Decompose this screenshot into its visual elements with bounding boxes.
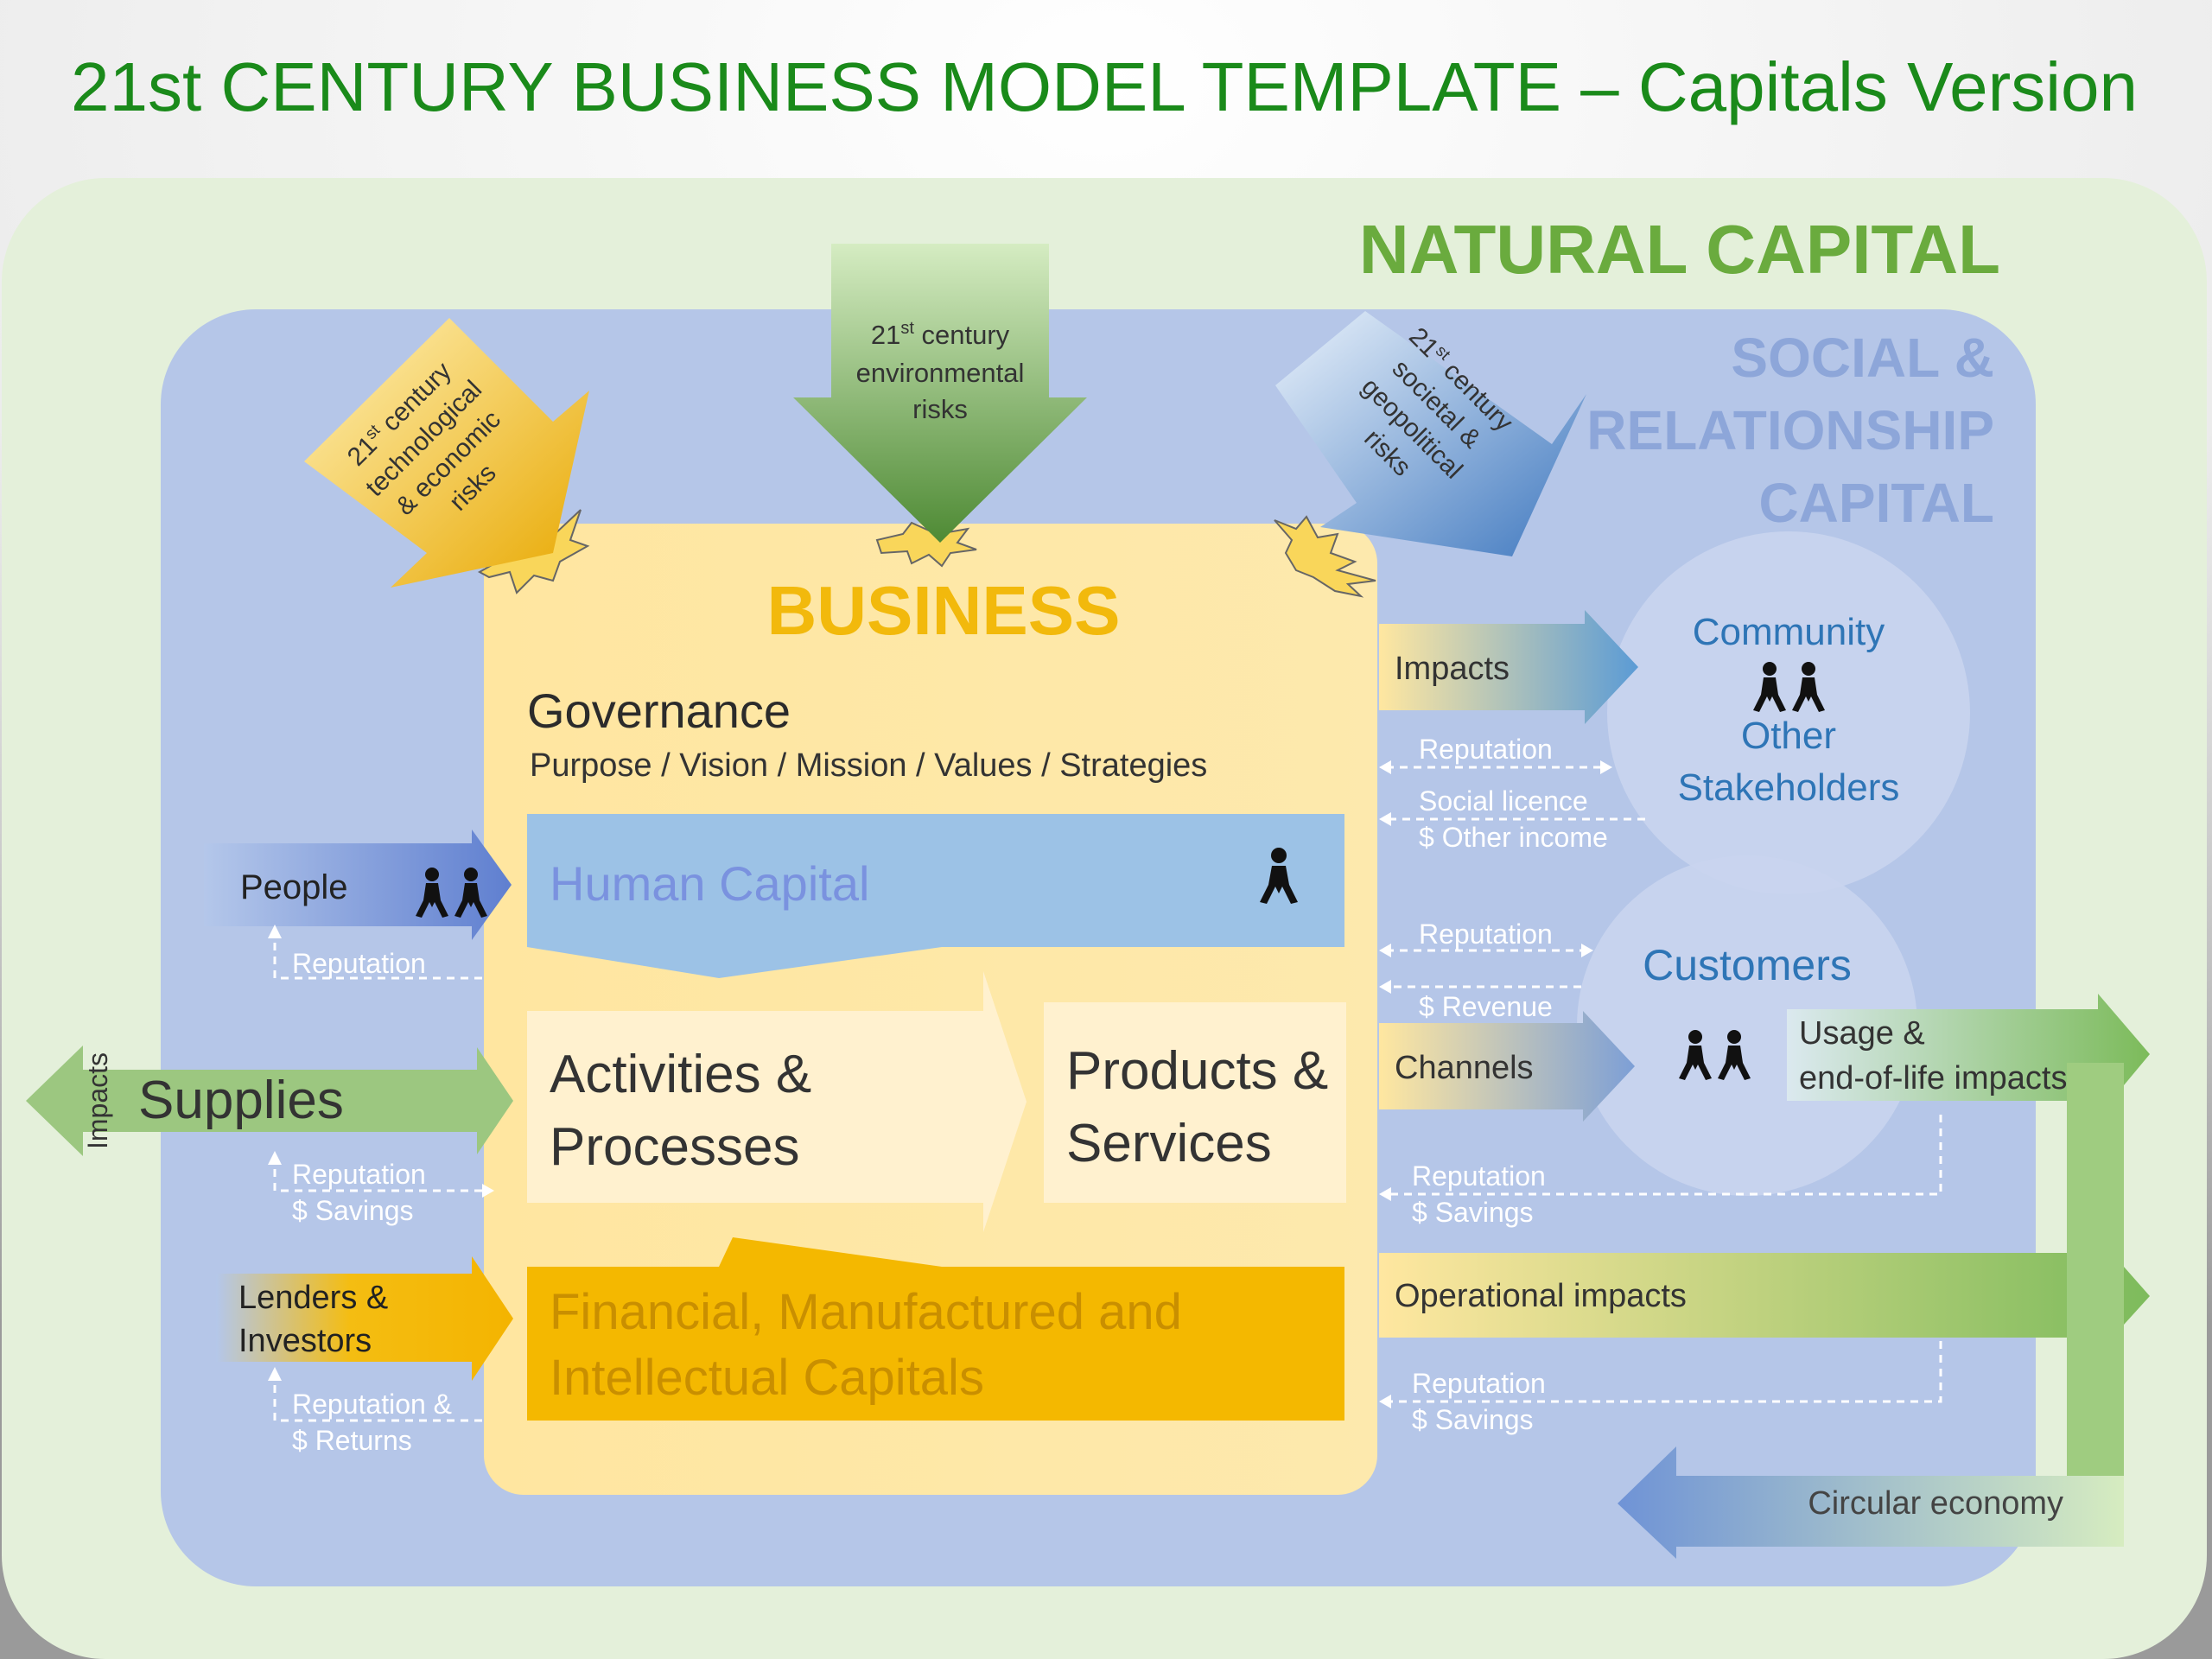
env-risk-century: century (914, 320, 1010, 350)
person-icon (1260, 848, 1298, 904)
supplies-feedback (268, 1151, 494, 1198)
financial-label-line2: Intellectual Capitals (550, 1350, 984, 1406)
usage-label-line2: end-of-life impacts (1799, 1060, 2067, 1096)
supplies-arrow (26, 1046, 513, 1156)
operational-impacts-arrow (1379, 1237, 2150, 1353)
people-reputation-feedback (268, 925, 482, 980)
lenders-label-line2: Investors (238, 1323, 372, 1359)
lenders-arrow (216, 1256, 513, 1381)
people-label: People (240, 868, 348, 906)
customers-reputation-feedback (1379, 944, 1593, 957)
usage-label-line1: Usage & (1799, 1015, 1925, 1052)
tech-economic-risk-arrow: 21st century technological & economic ri… (304, 318, 589, 588)
lenders-feedback-line1: Reputation & (292, 1389, 452, 1420)
lenders-feedback (268, 1367, 482, 1422)
env-risk-ordinal: 21 (871, 320, 900, 350)
governance-heading: Governance (527, 683, 791, 738)
financial-label-line1: Financial, Manufactured and (550, 1284, 1182, 1340)
circular-economy-label: Circular economy (1808, 1485, 2063, 1522)
social-capital-label-line1: SOCIAL & (1731, 327, 1994, 389)
revenue-feedback (1379, 980, 1581, 994)
customers-circle (1577, 855, 1917, 1196)
activities-label-line1: Activities & (550, 1045, 811, 1104)
customer-feedback-line2: $ Savings (1412, 1197, 1534, 1228)
svg-text:21st century: 21st century (871, 319, 1010, 350)
community-people-icon (1753, 662, 1825, 712)
stakeholders-label: Stakeholders (1678, 766, 1900, 809)
circular-economy-connector (2067, 1063, 2124, 1547)
supplies-feedback-line2: $ Savings (292, 1195, 414, 1226)
activities-processes-arrow (527, 971, 1027, 1232)
supplies-feedback-line1: Reputation (292, 1159, 426, 1190)
people-arrow (204, 830, 512, 940)
operational-label: Operational impacts (1395, 1278, 1687, 1314)
social-capital-label-line2: RELATIONSHIP (1586, 399, 1994, 461)
impacts-label: Impacts (1395, 651, 1510, 687)
impact-burst-center (875, 517, 977, 568)
social-licence-line2: $ Other income (1419, 822, 1608, 853)
human-capital-band (527, 814, 1344, 978)
customers-reputation-label: Reputation (1419, 918, 1553, 950)
products-label-line1: Products & (1066, 1041, 1328, 1101)
other-label: Other (1741, 715, 1836, 757)
customer-savings-feedback (1379, 1115, 1942, 1201)
lenders-label-line1: Lenders & (238, 1280, 388, 1316)
people-reputation-label: Reputation (292, 948, 426, 979)
circular-economy-arrow (1618, 1446, 2124, 1559)
env-risk-line1: environmental (856, 358, 1025, 388)
channels-arrow (1379, 1011, 1635, 1122)
lenders-feedback-line2: $ Returns (292, 1425, 412, 1456)
channels-label: Channels (1395, 1050, 1534, 1086)
natural-capital-label: NATURAL CAPITAL (1359, 211, 2000, 288)
activities-label-line2: Processes (550, 1117, 799, 1177)
operational-feedback-line1: Reputation (1412, 1368, 1546, 1399)
community-label: Community (1693, 611, 1885, 653)
operational-feedback-line2: $ Savings (1412, 1404, 1534, 1435)
social-capital-label-line3: CAPITAL (1758, 472, 1994, 534)
impacts-arrow (1379, 610, 1638, 724)
governance-subtitle: Purpose / Vision / Mission / Values / St… (530, 747, 1207, 784)
supplies-impacts-label: Impacts (82, 1052, 113, 1149)
page-title: 21st CENTURY BUSINESS MODEL TEMPLATE – C… (71, 48, 2138, 125)
financial-capitals-band (527, 1237, 1344, 1421)
usage-impacts-arrow (1787, 994, 2150, 1116)
social-licence-feedback (1379, 812, 1645, 826)
operational-savings-feedback (1379, 1341, 1942, 1408)
business-title: BUSINESS (767, 572, 1121, 649)
supplies-label: Supplies (138, 1071, 344, 1130)
revenue-label: $ Revenue (1419, 991, 1553, 1022)
human-capital-label: Human Capital (550, 856, 869, 911)
people-icon (416, 868, 487, 918)
customers-people-icon (1679, 1030, 1751, 1080)
community-circle (1607, 531, 1970, 894)
products-services-box (1044, 1002, 1346, 1203)
community-reputation-label: Reputation (1419, 734, 1553, 765)
customer-feedback-line1: Reputation (1412, 1160, 1546, 1192)
customers-label: Customers (1643, 941, 1852, 989)
env-risk-line2: risks (912, 394, 968, 424)
business-box (484, 524, 1377, 1495)
products-label-line2: Services (1066, 1114, 1272, 1173)
social-licence-line1: Social licence (1419, 785, 1588, 817)
impact-burst-right (1274, 515, 1376, 598)
societal-risk-arrow: 21st century societal & geopolitical ris… (1275, 311, 1586, 556)
env-risk-sup: st (900, 319, 914, 338)
community-reputation-feedback (1379, 760, 1612, 774)
environmental-risk-arrow: 21st century environmental risks (793, 244, 1087, 543)
